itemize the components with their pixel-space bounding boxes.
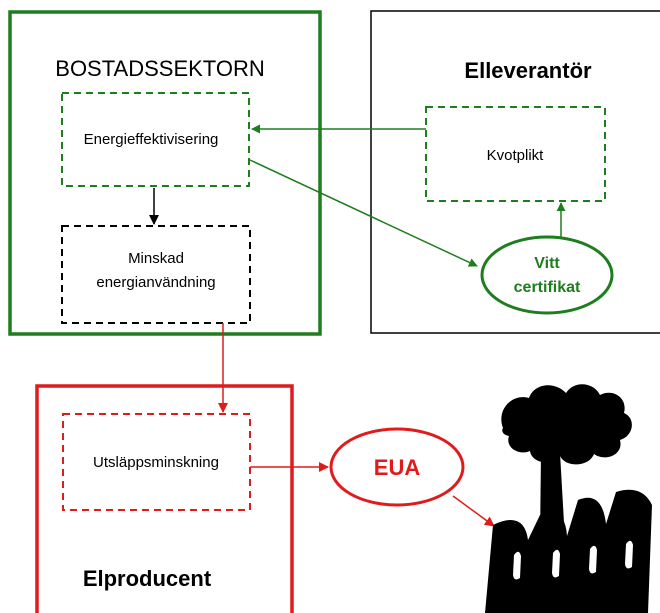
- certificate-label-line1: Vitt: [534, 255, 560, 272]
- elproducent-box: Elproducent: [35, 384, 294, 613]
- bostadssektorn-box: BOSTADSSEKTORN: [8, 10, 322, 336]
- quota-obligation-label: Kvotplikt: [487, 147, 545, 164]
- certificate-label-line2: certifikat: [514, 279, 581, 296]
- arrow-energy-efficiency-to-certificate: [249, 159, 478, 267]
- eua-label: EUA: [374, 455, 421, 480]
- energy-efficiency-label: Energieffektivisering: [84, 131, 219, 148]
- bostadssektorn-title: BOSTADSSEKTORN: [55, 56, 264, 81]
- elproducent-title: Elproducent: [83, 566, 212, 591]
- factory-with-smoke-icon: [485, 384, 652, 613]
- emission-reduction-box: Utsläppsminskning: [62, 413, 251, 511]
- reduced-usage-label-line1: Minskad: [128, 250, 184, 267]
- white-certificate-ellipse: Vitt certifikat: [480, 235, 614, 315]
- reduced-usage-box: Minskad energianvändning: [61, 225, 251, 324]
- eua-ellipse: EUA: [329, 427, 465, 507]
- elleverantor-title: Elleverantör: [464, 58, 592, 83]
- quota-obligation-box: Kvotplikt: [425, 106, 606, 202]
- reduced-usage-label-line2: energianvändning: [96, 274, 215, 291]
- emission-reduction-label: Utsläppsminskning: [93, 454, 219, 471]
- energy-efficiency-box: Energieffektivisering: [61, 92, 250, 187]
- arrow-eua-to-factory: [452, 495, 495, 527]
